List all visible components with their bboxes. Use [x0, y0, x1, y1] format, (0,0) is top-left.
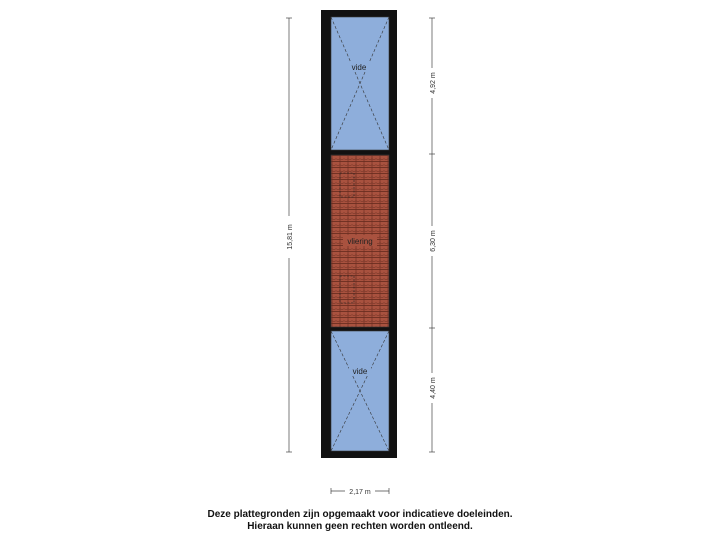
room-vliering: vliering [330, 154, 390, 328]
room-label-bottom: vide [353, 367, 368, 376]
roof-window-bottom [339, 275, 355, 304]
dimension-segments: 4,92 m 6,30 m 4,40 m [428, 17, 437, 453]
dimension-label-total: 15,81 m [287, 224, 294, 249]
room-top-vide: vide [330, 16, 390, 151]
dimension-label-width: 2,17 m [349, 489, 371, 496]
dimension-label-bottom: 4,40 m [430, 377, 437, 399]
disclaimer-line-2: Hieraan kunnen geen rechten worden ontle… [247, 521, 473, 532]
dimension-label-top: 4,92 m [430, 72, 437, 94]
dimension-total-length: 15,81 m [285, 17, 294, 453]
disclaimer-line-1: Deze plattegronden zijn opgemaakt voor i… [207, 509, 513, 520]
room-label-top: vide [352, 63, 367, 72]
roof-window-top [339, 172, 355, 198]
room-bottom-vide: vide [330, 330, 390, 452]
room-label-middle: vliering [347, 237, 372, 246]
dimension-label-middle: 6,30 m [430, 230, 437, 252]
dimension-width: 2,17 m [330, 486, 390, 496]
